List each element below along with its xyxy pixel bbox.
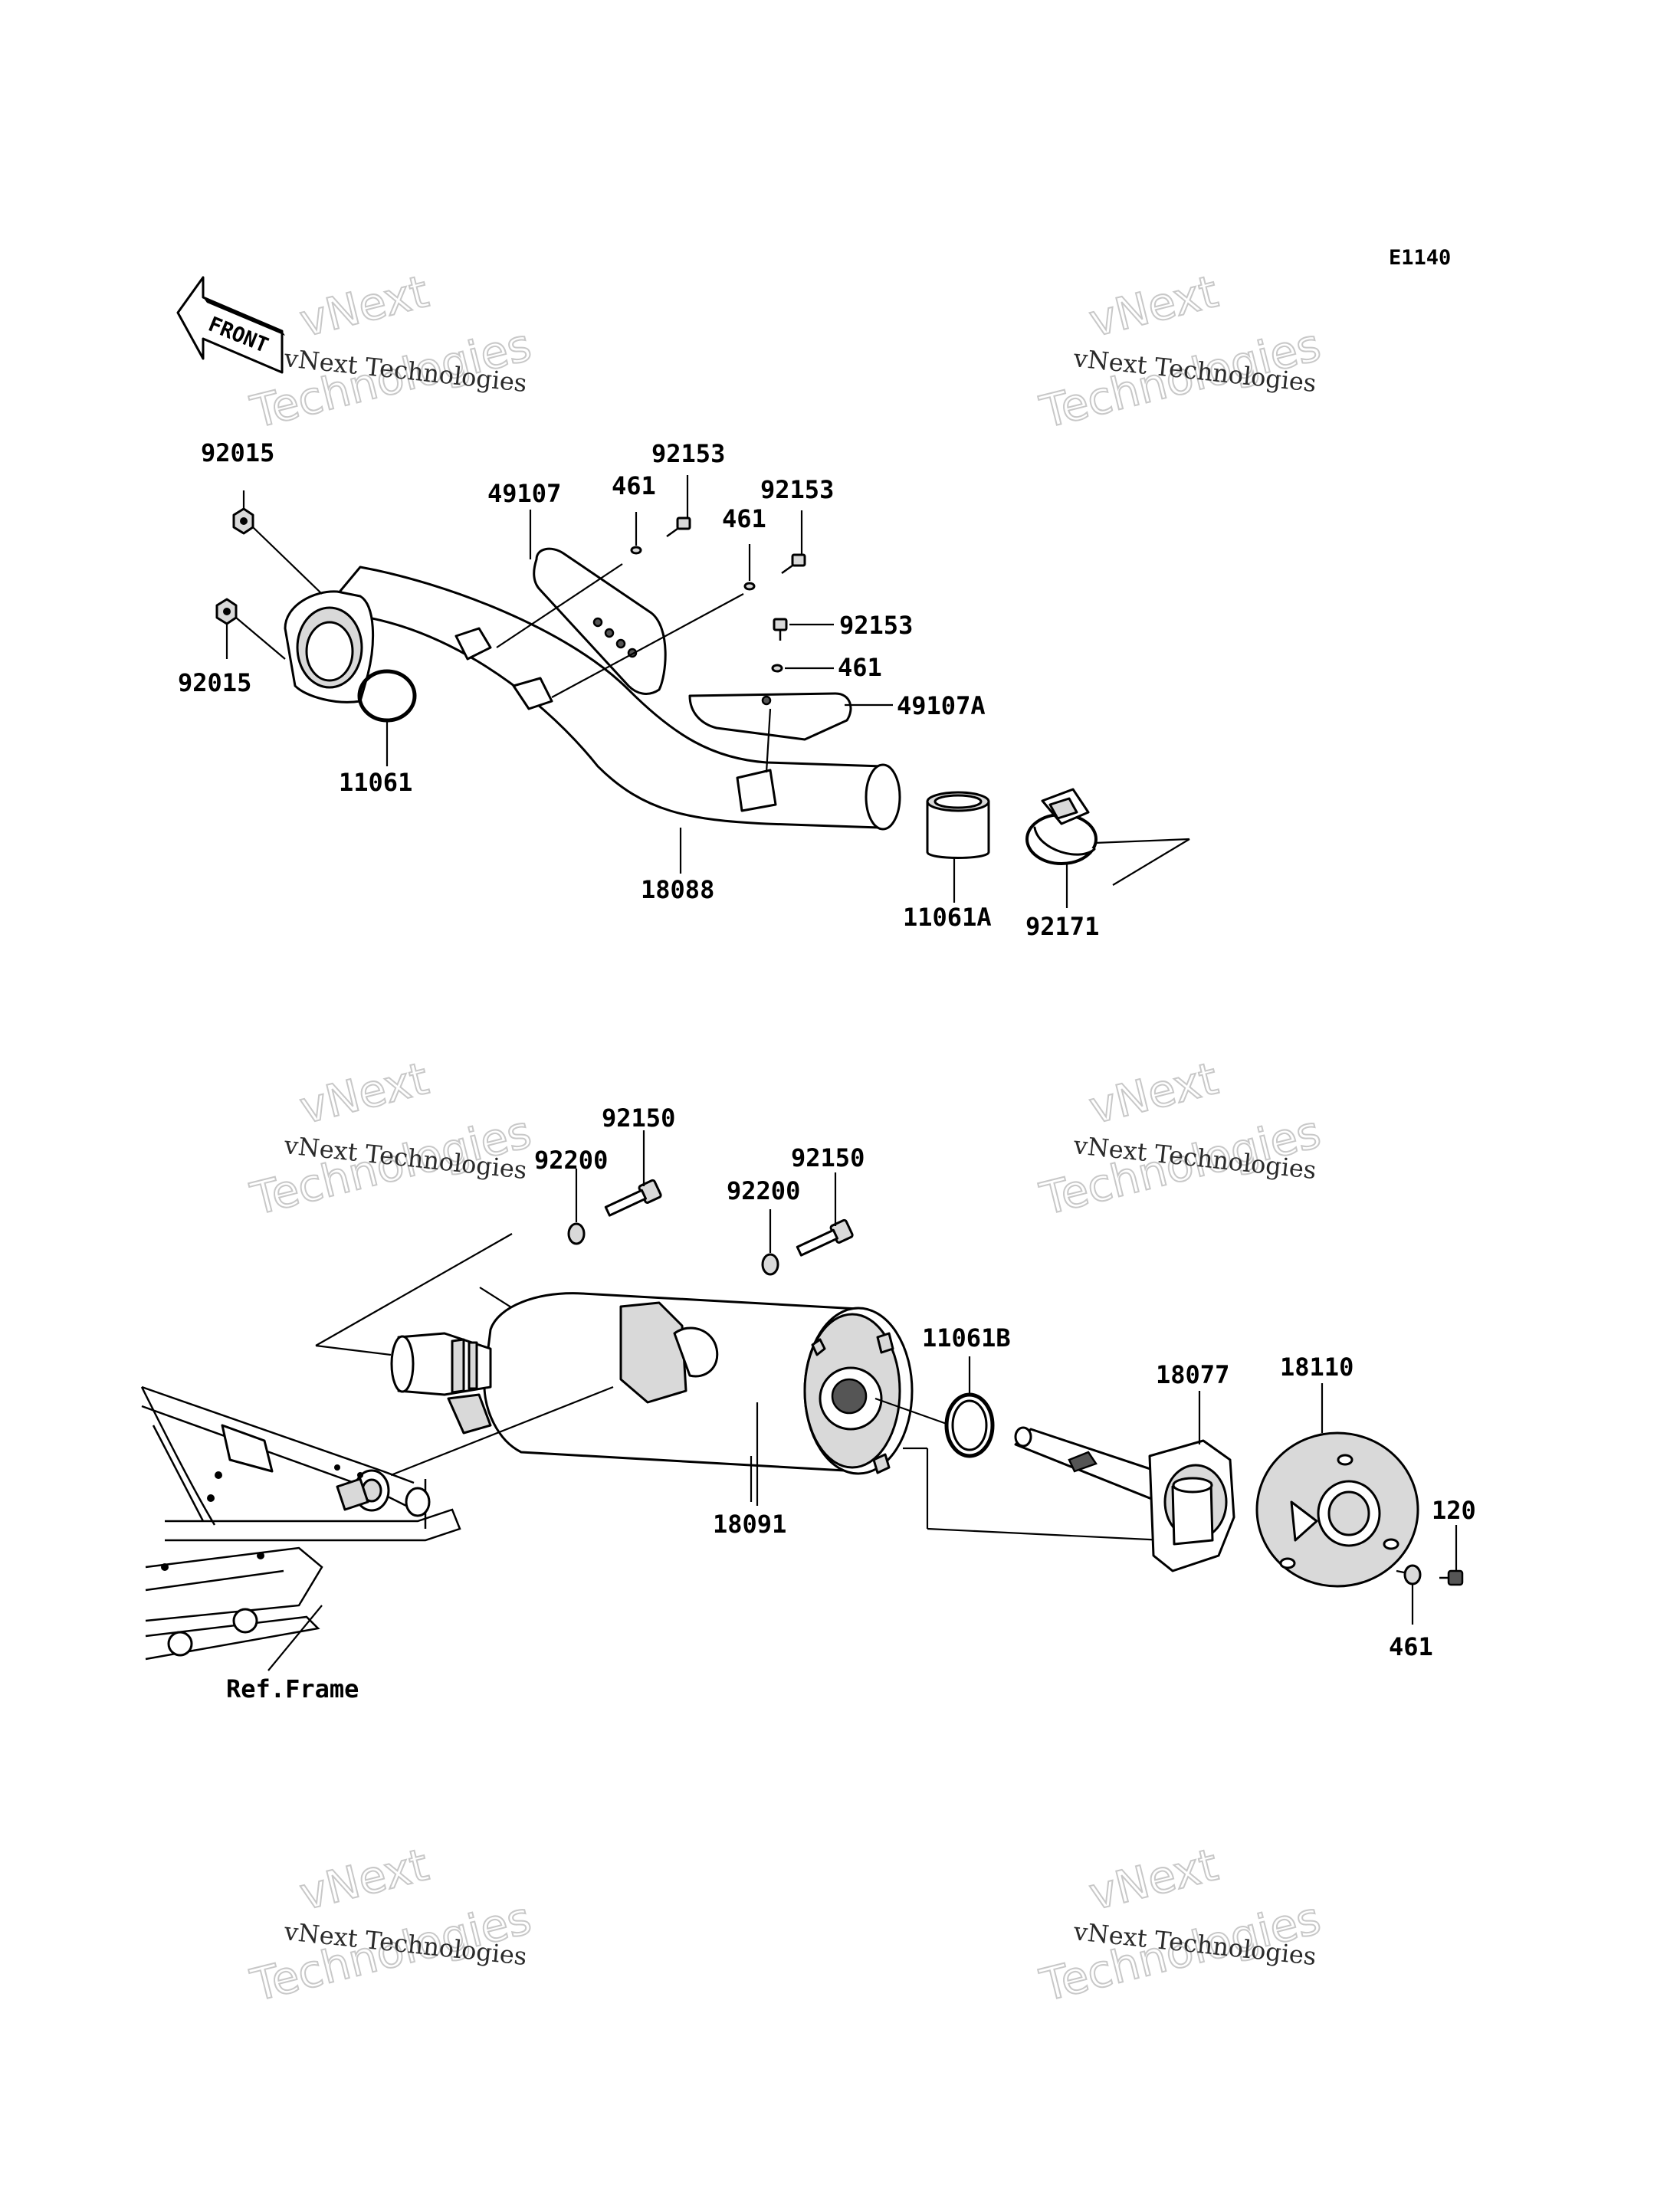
ref-frame-label: Ref.Frame	[226, 1674, 359, 1703]
washer-cap-icon	[1403, 1564, 1422, 1585]
label-washer-muffler-left: 92200	[534, 1146, 608, 1175]
svg-text:vNext: vNext	[295, 265, 434, 347]
nut-upper-icon	[232, 507, 254, 535]
watermark-bottom-left: vNext Technologies	[244, 1838, 536, 2012]
spark-arrester-icon	[1014, 1426, 1235, 1572]
muffler-icon	[390, 1292, 914, 1475]
diagram-code: E1140	[1389, 246, 1451, 270]
label-guard: 49107	[487, 479, 561, 508]
label-bolt-b: 92153	[760, 475, 834, 504]
svg-text:vNext: vNext	[1084, 1838, 1223, 1920]
label-gasket-joint: 11061A	[903, 903, 992, 932]
label-nut-upper: 92015	[201, 438, 274, 467]
label-washer-a: 461	[612, 471, 656, 500]
label-washer-b: 461	[722, 504, 766, 533]
washer-a-icon	[630, 546, 642, 555]
watermark-mid-right: vNext Technologies	[1034, 1051, 1326, 1226]
label-bolt-a: 92153	[651, 439, 725, 468]
washer-muffler-left-icon	[567, 1222, 586, 1245]
label-nut-lower: 92015	[178, 668, 251, 697]
label-bolt-c: 92153	[839, 611, 913, 640]
label-washer-cap: 461	[1389, 1632, 1433, 1661]
label-end-cap: 18110	[1280, 1353, 1354, 1382]
gasket-joint-icon	[926, 791, 990, 859]
clamp-icon	[1025, 788, 1098, 865]
watermark-bottom-right: vNext Technologies	[1034, 1838, 1326, 2012]
label-clamp: 92171	[1025, 912, 1099, 941]
bolt-c-icon	[773, 618, 788, 641]
label-guard-lower: 49107A	[897, 691, 986, 720]
label-muffler: 18091	[713, 1510, 786, 1539]
bolt-b-icon	[781, 553, 806, 575]
svg-text:vNext: vNext	[1084, 1052, 1223, 1134]
gasket-header-icon	[357, 669, 417, 723]
label-washer-c: 461	[838, 653, 882, 682]
svg-text:vNext: vNext	[295, 1838, 434, 1920]
svg-text:vNext: vNext	[295, 1052, 434, 1134]
label-header-pipe: 18088	[641, 875, 714, 904]
frame-reference	[140, 1385, 461, 1661]
label-gasket-tail: 11061B	[922, 1323, 1011, 1353]
label-bolt-muffler-left: 92150	[602, 1103, 675, 1133]
watermark-mid-left: vNext Technologies	[244, 1051, 536, 1226]
watermark-top-right: vNext Technologies	[1034, 264, 1326, 439]
label-bolt-muffler-right: 92150	[791, 1143, 865, 1172]
nut-lower-icon	[215, 598, 238, 625]
end-cap-icon	[1255, 1431, 1419, 1588]
svg-text:vNext: vNext	[1084, 265, 1223, 347]
bolt-muffler-right-icon	[796, 1218, 854, 1257]
bolt-a-icon	[666, 516, 691, 538]
label-spark-arrester: 18077	[1156, 1360, 1229, 1389]
label-screw-cap: 120	[1432, 1496, 1476, 1525]
label-washer-muffler-right: 92200	[727, 1176, 800, 1205]
screw-cap-icon	[1439, 1569, 1464, 1586]
label-gasket-header: 11061	[339, 768, 412, 797]
bolt-muffler-left-icon	[604, 1179, 662, 1217]
washer-c-icon	[771, 664, 783, 673]
washer-muffler-right-icon	[761, 1253, 779, 1276]
front-arrow-icon: FRONT	[176, 276, 285, 374]
washer-b-icon	[743, 582, 756, 591]
